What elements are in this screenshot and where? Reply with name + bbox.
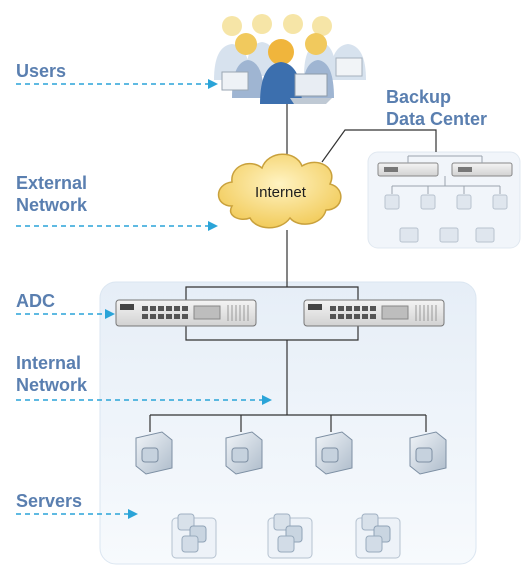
adc-arrow bbox=[16, 309, 115, 319]
servers-arrow bbox=[16, 509, 138, 519]
backup-data-center-label: Backup Data Center bbox=[386, 87, 488, 129]
internal-network-arrow bbox=[16, 395, 272, 405]
external-network-label: External Network bbox=[16, 173, 88, 215]
internet-label: Internet bbox=[255, 184, 306, 201]
external-network-arrow bbox=[16, 221, 218, 231]
storage-icon bbox=[171, 513, 217, 559]
server-icon bbox=[135, 431, 173, 475]
storage-icon bbox=[267, 513, 313, 559]
storage-icon bbox=[355, 513, 401, 559]
internet-cloud-icon bbox=[217, 153, 342, 229]
users-group-icon bbox=[214, 14, 366, 104]
internal-network-label: Internal Network bbox=[16, 353, 88, 395]
servers-label: Servers bbox=[16, 491, 83, 511]
users-label: Users bbox=[16, 61, 67, 81]
adc-label: ADC bbox=[16, 291, 55, 311]
adc-panel bbox=[99, 281, 477, 565]
server-icon bbox=[315, 431, 353, 475]
adc-appliance-icon bbox=[115, 299, 257, 327]
server-icon bbox=[225, 431, 263, 475]
adc-appliance-icon bbox=[303, 299, 445, 327]
server-icon bbox=[409, 431, 447, 475]
backup-data-center bbox=[377, 155, 513, 243]
users-arrow bbox=[16, 79, 218, 89]
